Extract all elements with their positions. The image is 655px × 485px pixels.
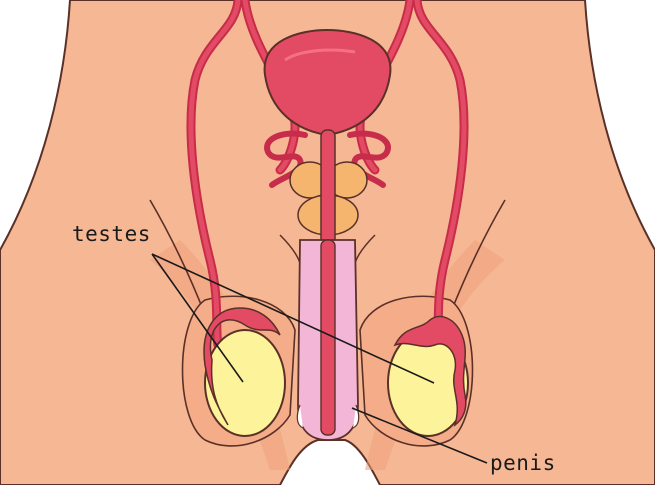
penis-shaft bbox=[298, 240, 358, 440]
testes-label: testes bbox=[72, 222, 151, 246]
penis-label: penis bbox=[490, 451, 556, 475]
